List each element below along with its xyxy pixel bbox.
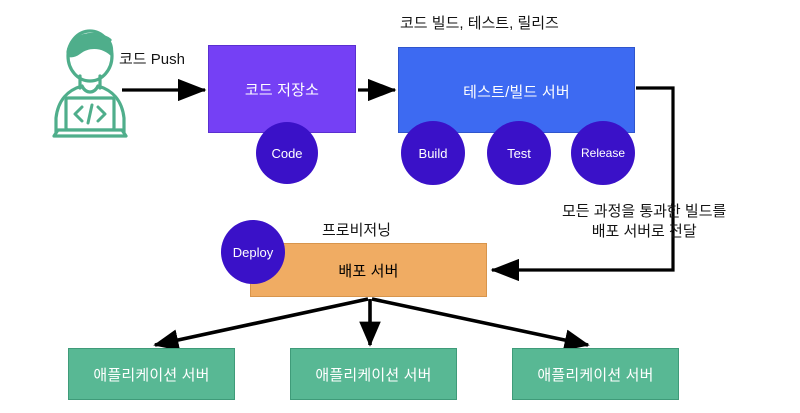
caption-note-line-1: 모든 과정을 통과한 빌드를	[562, 203, 727, 220]
node-application-server-2[interactable]: 애플리케이션 서버	[290, 348, 457, 400]
stage-circle-deploy[interactable]: Deploy	[221, 220, 285, 284]
arrow-deploy-to-app-3	[371, 297, 590, 351]
node-test-build-server[interactable]: 테스트/빌드 서버	[398, 47, 635, 133]
caption-provisioning: 프로비저닝	[322, 222, 392, 239]
caption-build-delivery-note: 모든 과정을 통과한 빌드를 배포 서버로 전달	[562, 202, 726, 243]
caption-note-line-2: 배포 서버로 전달	[591, 223, 697, 241]
node-application-server-3[interactable]: 애플리케이션 서버	[512, 348, 679, 400]
node-code-repository[interactable]: 코드 저장소	[208, 45, 356, 133]
caption-build-test-release: 코드 빌드, 테스트, 릴리즈	[400, 15, 559, 32]
stage-circle-test[interactable]: Test	[487, 121, 551, 185]
caption-code-push: 코드 Push	[119, 51, 185, 68]
stage-circle-release[interactable]: Release	[571, 121, 635, 185]
arrow-deploy-to-app-1	[153, 297, 369, 351]
developer-laptop-icon	[52, 29, 128, 138]
stage-circle-code[interactable]: Code	[256, 122, 318, 184]
stage-circle-build[interactable]: Build	[401, 121, 465, 185]
node-deploy-server[interactable]: 배포 서버	[250, 243, 487, 297]
node-application-server-1[interactable]: 애플리케이션 서버	[68, 348, 235, 400]
